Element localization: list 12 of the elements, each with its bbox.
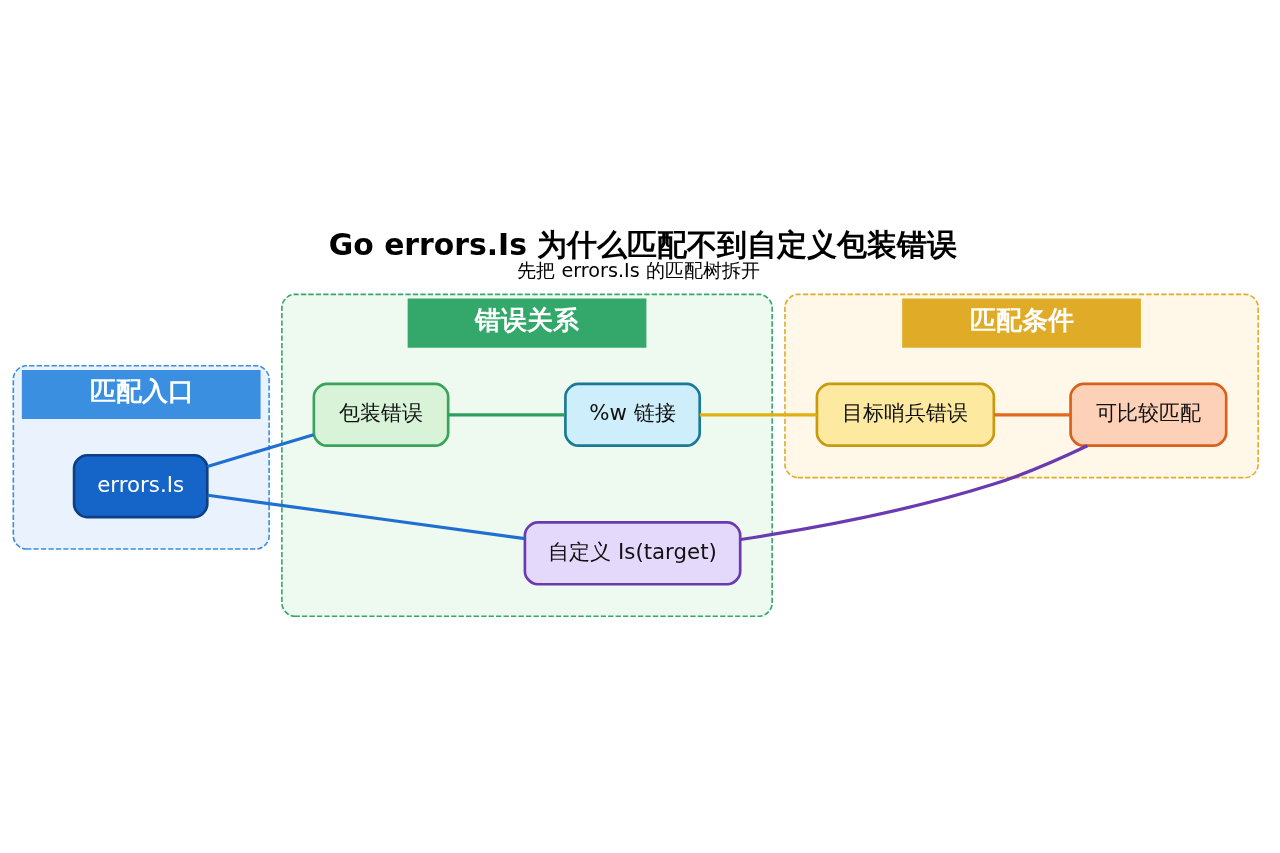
- connector: [699, 413, 817, 417]
- node-box: 可比较匹配: [1069, 382, 1228, 447]
- node-box: 包装错误: [312, 382, 450, 447]
- connector: [994, 413, 1071, 417]
- connector: [448, 413, 565, 417]
- connector: [207, 433, 315, 468]
- node-box: errors.Is: [72, 453, 209, 519]
- node-box: %w 链接: [564, 382, 701, 447]
- connector: [207, 493, 526, 541]
- node-box: 目标哨兵错误: [815, 382, 996, 447]
- node-box: 自定义 Is(target): [523, 521, 742, 586]
- connector: [740, 444, 1089, 542]
